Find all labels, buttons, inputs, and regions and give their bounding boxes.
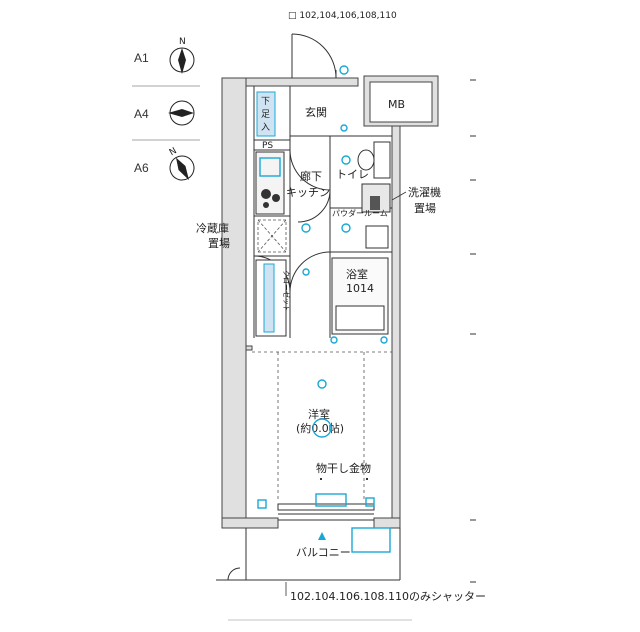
bathroom-size-label: 1014	[346, 282, 374, 295]
compass-north-label-a6: N	[168, 146, 179, 158]
compass-north-label: N	[179, 37, 186, 47]
entrance-label: 玄関	[305, 105, 327, 119]
shoe-box-char-2: 足	[261, 109, 270, 120]
unit-type-a1: A1	[134, 51, 149, 65]
dimension-ticks	[470, 79, 476, 583]
toilet-label: トイレ	[336, 168, 369, 181]
top-note: □ 102,104,106,108,110	[288, 11, 397, 21]
drying-rack-marker	[320, 478, 322, 480]
unit-type-legend: A1 A4 A6 N N	[132, 37, 200, 181]
kitchen-label: キッチン	[286, 186, 330, 199]
powder-room-label: パウダールーム	[332, 208, 388, 218]
bathroom-label: 浴室	[346, 267, 368, 281]
washer-label-line2: 置場	[414, 202, 436, 215]
equipment-symbols	[257, 65, 388, 509]
western-room-label: 洋室	[308, 407, 330, 421]
compass-a1-icon: N	[169, 37, 195, 74]
washer-area	[361, 183, 391, 213]
kitchen-counter	[255, 151, 285, 215]
balcony	[216, 527, 401, 581]
bathroom-unit	[331, 257, 389, 335]
shoe-box-char-1: 下	[261, 97, 270, 107]
mb-box: MB	[363, 75, 439, 127]
drying-rack-marker-2	[366, 478, 368, 480]
washer-label-line1: 洗濯機	[408, 185, 441, 199]
shoe-box-char-3: 入	[261, 122, 270, 133]
shoe-box: 下 足 入	[256, 91, 276, 137]
fridge-area	[257, 219, 287, 253]
shutter-note: 102.104.106.108.110のみシャッター	[290, 590, 486, 603]
ps-label: PS	[262, 141, 273, 151]
balcony-label: バルコニー	[296, 546, 351, 559]
fridge-label-line2: 置場	[208, 237, 230, 250]
drying-rack-label: 物干し金物	[316, 461, 371, 475]
unit-type-a6: A6	[134, 161, 149, 175]
mb-label: MB	[388, 98, 405, 111]
entrance-door	[291, 33, 337, 79]
inner-partitions	[252, 86, 392, 500]
compass-a4-icon	[168, 100, 195, 126]
fridge-label-line1: 冷蔵庫	[196, 221, 229, 235]
western-room-size: (約0.0帖)	[296, 421, 344, 435]
unit-type-a4: A4	[134, 107, 149, 121]
balcony-window	[277, 493, 375, 521]
exterior-walls	[221, 77, 401, 529]
closet	[255, 259, 287, 337]
toilet-fixture	[357, 141, 391, 179]
ceiling-light-icon	[312, 379, 332, 438]
corridor-label: 廊下	[300, 169, 322, 183]
washbasin	[365, 225, 389, 249]
compass-a6-icon: N	[168, 146, 195, 181]
closet-label: クローゼット	[282, 270, 291, 312]
